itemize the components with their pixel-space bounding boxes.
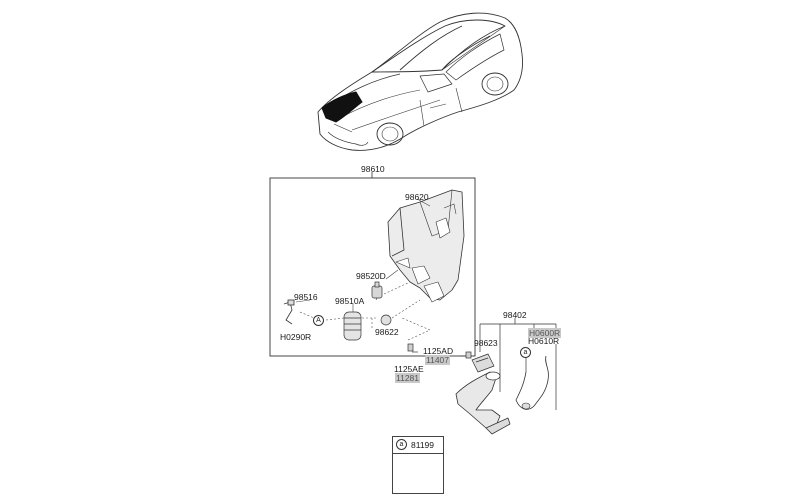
label-11407: 11407	[425, 355, 451, 365]
motor-98510A	[343, 311, 362, 341]
filler-cap-98623	[471, 353, 495, 373]
label-98516: 98516	[294, 292, 318, 302]
bolt-1125AE	[407, 343, 414, 352]
label-1125AE: 1125AE	[394, 364, 424, 374]
assembly-frame	[269, 177, 476, 357]
label-11281: 11281	[395, 373, 421, 383]
highlight-area	[321, 91, 363, 123]
filler-pipe	[455, 371, 511, 435]
callout-A: A	[313, 315, 324, 326]
washer-hose	[515, 355, 549, 410]
grommet-98622	[380, 314, 392, 326]
car-illustration	[317, 12, 523, 151]
label-H0290R: H0290R	[280, 332, 312, 342]
pump-98520D	[371, 281, 383, 299]
label-98623: 98623	[474, 338, 498, 348]
label-98610: 98610	[361, 164, 385, 174]
label-98620: 98620	[405, 192, 429, 202]
sensor-98516	[283, 299, 295, 325]
reservoir-tank	[387, 189, 465, 303]
legend-header: a 81199	[393, 437, 443, 454]
label-98402: 98402	[503, 310, 527, 320]
label-98510A: 98510A	[335, 296, 365, 306]
label-H0600R: H0600R	[528, 328, 562, 338]
label-98622: 98622	[375, 327, 399, 337]
callout-a: a	[520, 347, 531, 358]
legend-marker: a	[396, 439, 407, 450]
legend-box: a 81199	[392, 436, 444, 494]
bolt-1125AD	[465, 351, 472, 359]
label-98520D: 98520D	[356, 271, 386, 281]
label-H0610R: H0610R	[528, 336, 560, 346]
legend-part-number: 81199	[411, 440, 435, 450]
label-1125AD: 1125AD	[423, 346, 454, 356]
